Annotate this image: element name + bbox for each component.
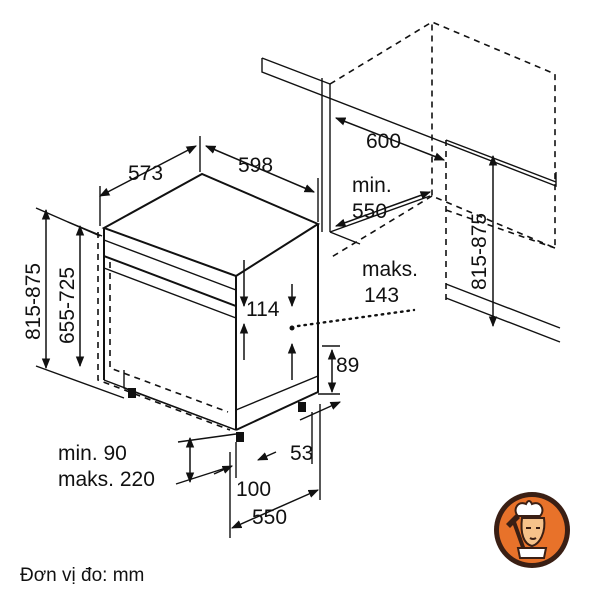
top-depth-dimension: 573 [99, 136, 201, 226]
plinth-max-label: maks. 220 [58, 468, 155, 491]
total-height-label: 815-875 [22, 263, 45, 340]
top-depth-label: 573 [128, 162, 163, 185]
niche-min-value: 550 [352, 200, 387, 223]
niche-width-dimension: 600 [335, 117, 445, 161]
unit-caption: Đơn vị đo: mm [20, 565, 144, 586]
dishwasher-body [97, 172, 321, 442]
chef-with-spatula-icon [494, 492, 570, 568]
niche-outline [261, 21, 561, 343]
niche-min-label: min. [352, 174, 392, 197]
left-height-dimensions: 815-875 655-725 [22, 207, 125, 399]
niche-width-label: 600 [366, 130, 401, 153]
max-value: 143 [364, 284, 399, 307]
body-depth-dimension: 550 [229, 404, 321, 538]
plinth-height-dimension: min. 90 maks. 220 [58, 433, 237, 491]
body-depth-label: 550 [252, 506, 287, 529]
niche-height-dimension: 815-875 [468, 154, 498, 328]
niche-depth-dimension: min. 550 [335, 174, 431, 227]
plinth-min-label: min. 90 [58, 442, 127, 465]
max-label: maks. [362, 258, 418, 281]
top-width-label: 598 [238, 154, 273, 177]
foot-height-label: 89 [336, 354, 359, 377]
plinth-offset-label: 53 [290, 442, 313, 465]
door-depth-dimension: 100 [213, 442, 277, 501]
foot-height-dimension: 89 [318, 345, 359, 395]
door-depth-label: 100 [236, 478, 271, 501]
panel-gap-dimension: 114 [239, 260, 297, 380]
top-width-dimension: 598 [205, 145, 319, 222]
door-height-label: 655-725 [56, 267, 79, 344]
plinth-offset-dimension: 53 [290, 401, 341, 465]
panel-gap-label: 114 [246, 298, 280, 321]
niche-height-label: 815-875 [468, 213, 491, 290]
max-depth-annotation: maks. 143 [289, 258, 418, 331]
